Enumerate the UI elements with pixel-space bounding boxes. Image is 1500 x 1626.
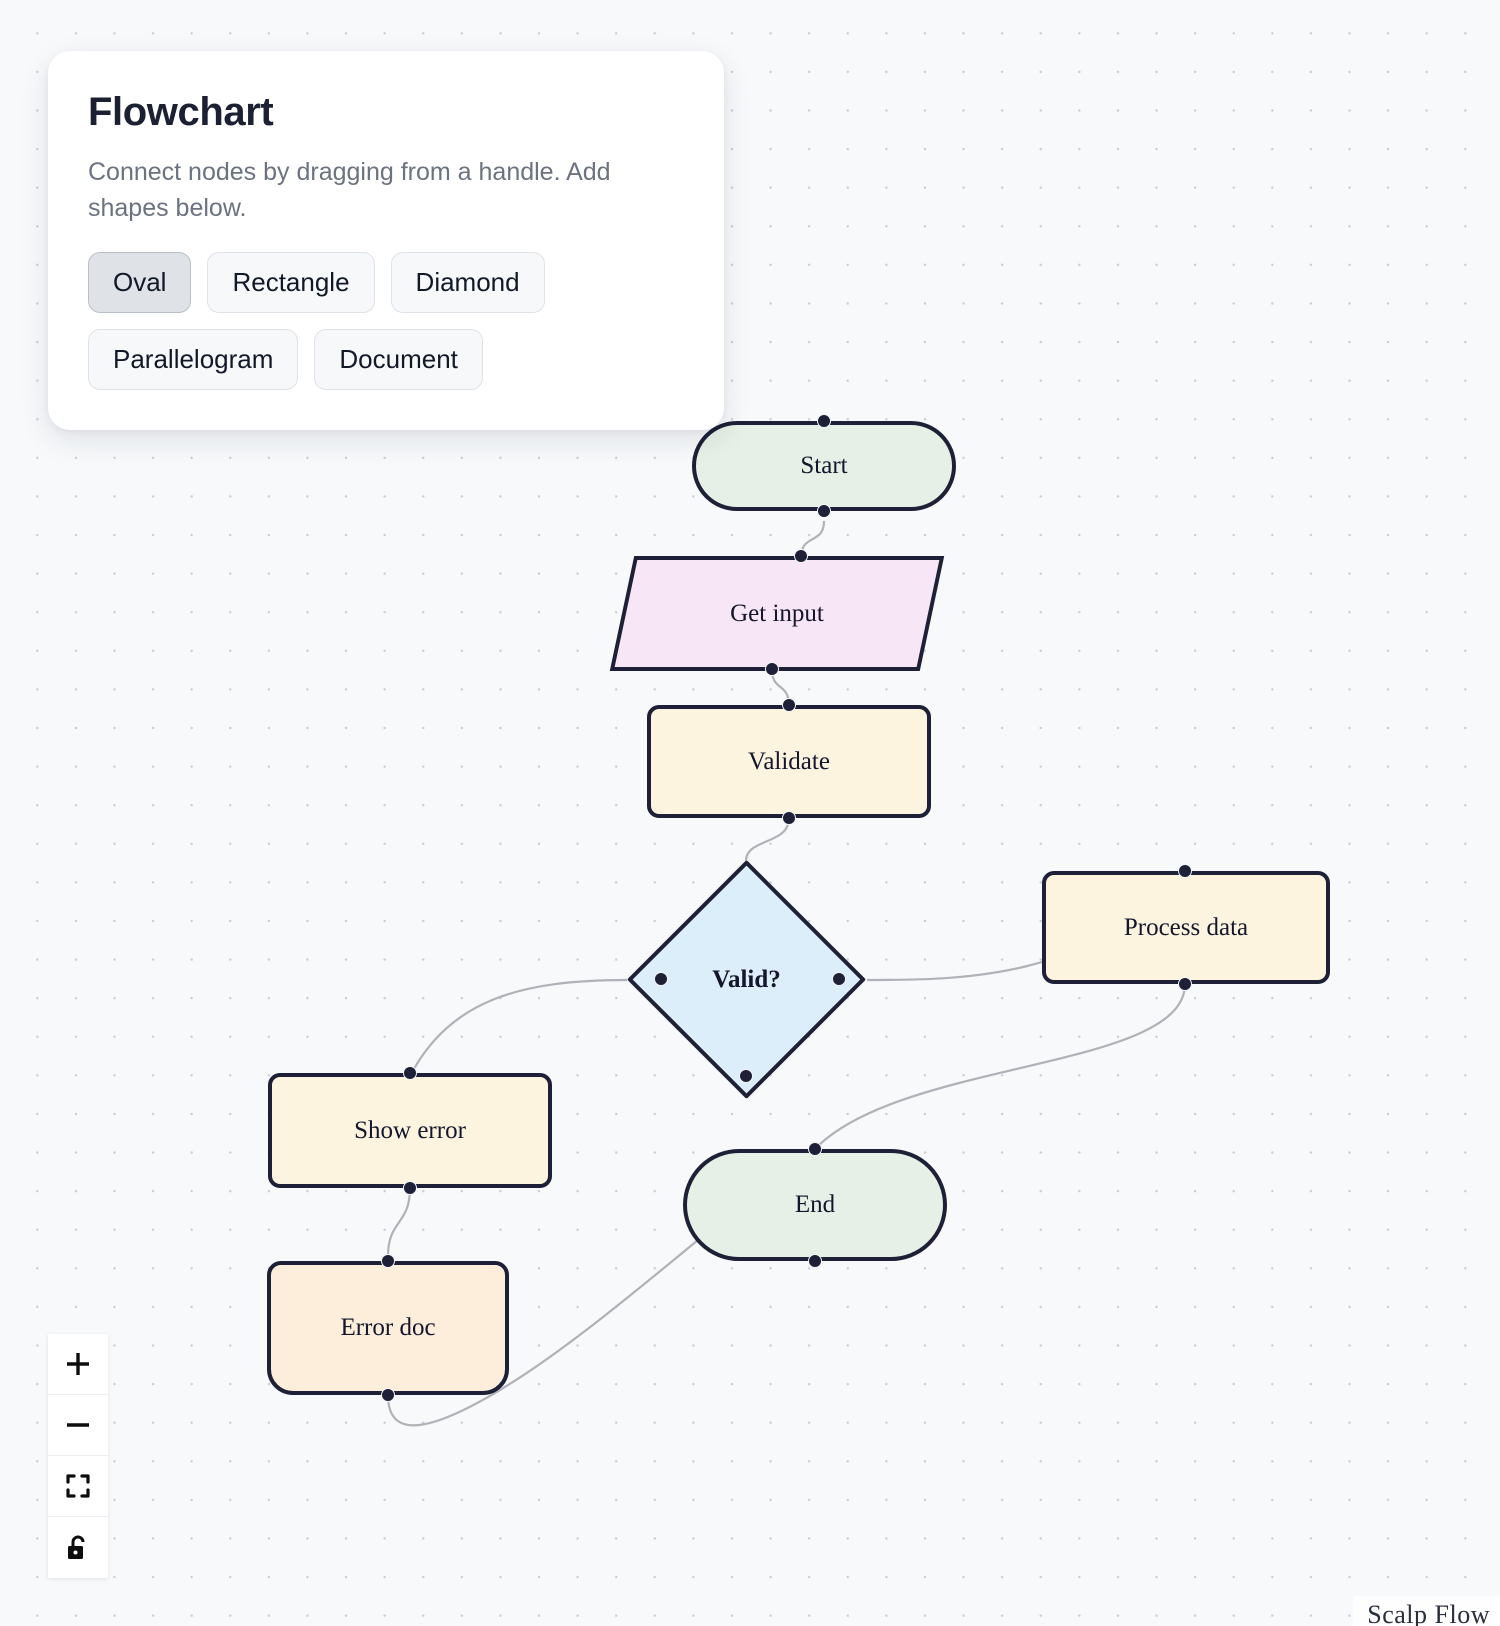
handle-top[interactable] [403, 1066, 417, 1080]
page-title: Flowchart [88, 90, 274, 134]
handle-top[interactable] [817, 414, 831, 428]
lock-toggle-button[interactable] [48, 1517, 108, 1578]
shapes-panel: Flowchart Connect nodes by dragging from… [48, 51, 724, 431]
node-end[interactable]: End [683, 1142, 947, 1268]
handle-bottom[interactable] [381, 1388, 395, 1402]
unlock-icon [65, 1534, 91, 1562]
node-shape-rectangle [1042, 871, 1330, 984]
handle-bottom[interactable] [403, 1181, 417, 1195]
node-valid[interactable]: Valid? [626, 859, 867, 1100]
node-get-input[interactable]: Get input [609, 549, 945, 676]
node-process-data[interactable]: Process data [1042, 864, 1330, 991]
node-shape-document [267, 1261, 509, 1395]
handle-top[interactable] [381, 1254, 395, 1268]
node-shape-oval [683, 1149, 947, 1261]
handle-right[interactable] [832, 972, 846, 986]
plus-icon [64, 1350, 92, 1378]
shape-button-row-1: Oval Rectangle Diamond [88, 252, 684, 314]
handle-top[interactable] [794, 549, 808, 563]
node-show-error[interactable]: Show error [268, 1066, 552, 1195]
handle-top[interactable] [808, 1142, 822, 1156]
node-validate[interactable]: Validate [647, 698, 931, 825]
node-shape-oval [692, 421, 956, 511]
panel-description: Connect nodes by dragging from a handle.… [88, 158, 611, 222]
zoom-in-button[interactable] [48, 1334, 108, 1395]
node-shape-rectangle [647, 705, 931, 818]
handle-top[interactable] [782, 698, 796, 712]
handle-bottom[interactable] [808, 1254, 822, 1268]
add-diamond-button[interactable]: Diamond [390, 252, 545, 314]
fit-view-icon [65, 1473, 91, 1499]
fit-view-button[interactable] [48, 1456, 108, 1517]
add-oval-button[interactable]: Oval [88, 252, 192, 314]
handle-bottom[interactable] [739, 1069, 753, 1083]
add-document-button[interactable]: Document [314, 329, 483, 391]
node-error-doc[interactable]: Error doc [267, 1254, 509, 1402]
handle-bottom[interactable] [765, 662, 779, 676]
handle-top[interactable] [1178, 864, 1192, 878]
handle-bottom[interactable] [782, 811, 796, 825]
handle-left[interactable] [654, 972, 668, 986]
zoom-out-button[interactable] [48, 1395, 108, 1456]
canvas-controls [48, 1334, 108, 1578]
handle-bottom[interactable] [1178, 977, 1192, 991]
attribution-label[interactable]: Scalp Flow [1353, 1596, 1500, 1626]
minus-icon [64, 1411, 92, 1439]
add-parallelogram-button[interactable]: Parallelogram [88, 329, 299, 391]
node-start[interactable]: Start [692, 414, 956, 518]
node-shape-parallelogram [609, 556, 945, 671]
node-shape-rectangle [268, 1073, 552, 1188]
handle-bottom[interactable] [817, 504, 831, 518]
shape-button-row-2: Parallelogram Document [88, 329, 684, 391]
add-rectangle-button[interactable]: Rectangle [207, 252, 375, 314]
